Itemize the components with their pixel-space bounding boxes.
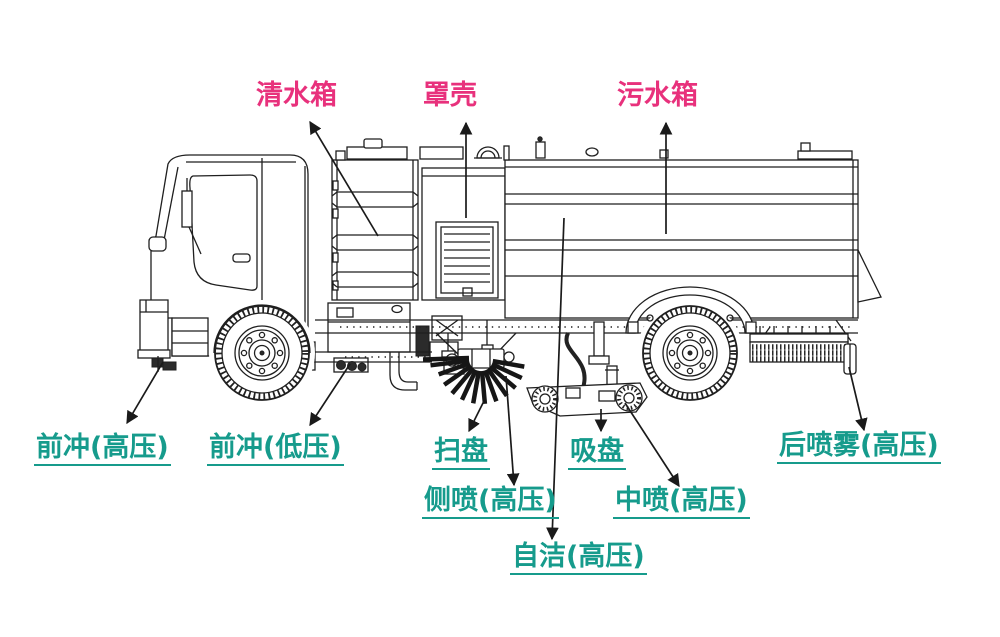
truck-cab xyxy=(137,154,316,371)
brush-bristles xyxy=(422,355,525,404)
front-wheel xyxy=(209,300,315,406)
label-dirty-water-tank: 污水箱 xyxy=(617,80,698,111)
shell-cover-drawing xyxy=(419,146,506,301)
arrow-side-spray-high xyxy=(505,375,520,487)
front-wheel-arch xyxy=(213,304,311,354)
arrow-rear-mist-high xyxy=(848,366,868,432)
arrow-clean-water-tank xyxy=(309,120,379,237)
sweep-brush xyxy=(422,320,525,404)
rear-flap xyxy=(857,249,882,303)
label-front-flush-high: 前冲(高压) xyxy=(34,433,171,467)
label-suction-disc: 吸盘 xyxy=(568,437,626,471)
side-cabinet xyxy=(327,302,411,353)
label-clean-water-tank: 清水箱 xyxy=(256,80,337,111)
rear-spray-assembly xyxy=(749,319,857,375)
rear-fender xyxy=(625,286,757,334)
elbow-duct xyxy=(389,352,417,391)
label-side-spray-high: 侧喷(高压) xyxy=(422,486,559,520)
arrow-mid-spray-high xyxy=(624,402,680,488)
arrow-front-flush-low xyxy=(309,363,351,427)
beacon-dome xyxy=(476,146,500,159)
label-front-flush-low: 前冲(低压) xyxy=(207,433,344,467)
front-flush-nozzles-low xyxy=(333,357,369,373)
label-mid-spray-high: 中喷(高压) xyxy=(613,486,750,520)
suction-unit xyxy=(526,321,648,417)
rear-wheel xyxy=(637,300,743,406)
arrow-sweep-disc xyxy=(468,400,485,433)
leader-arrows xyxy=(126,120,868,541)
label-shell-cover: 罩壳 xyxy=(423,80,477,111)
water-tank-hatch xyxy=(346,146,408,160)
clean-water-tank-drawing xyxy=(331,138,419,301)
arrow-front-flush-high xyxy=(126,361,164,425)
arrow-self-clean-high xyxy=(546,217,565,541)
label-rear-mist-high: 后喷雾(高压) xyxy=(777,431,941,465)
chassis-frame xyxy=(300,319,858,363)
label-sweep-disc: 扫盘 xyxy=(432,437,490,471)
suction-hose xyxy=(564,332,587,389)
label-self-clean-high: 自洁(高压) xyxy=(510,542,647,576)
louver-vent xyxy=(444,233,490,283)
